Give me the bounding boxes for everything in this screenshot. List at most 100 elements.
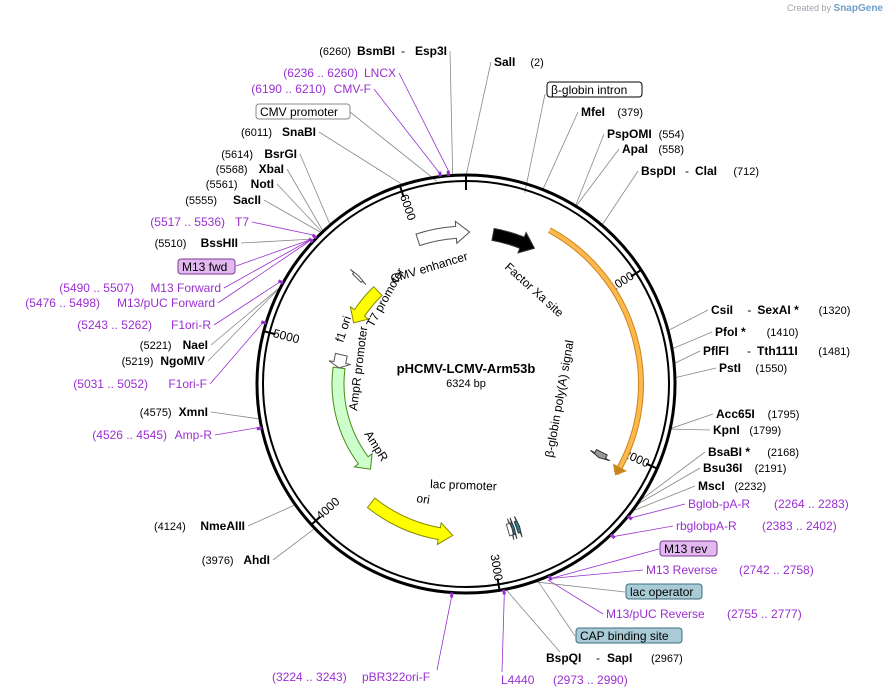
enzyme-position: (558) <box>658 144 684 156</box>
primer-name: M13 Reverse <box>646 563 718 577</box>
enzyme-bspdi[interactable]: BspDI-ClaI(712) <box>641 164 759 178</box>
enzyme-position: (554) <box>659 129 685 141</box>
enzyme-separator: - <box>747 344 751 358</box>
enzyme-name: PflFI <box>703 344 729 358</box>
enzyme-bspqi[interactable]: BspQI-SapI(2967) <box>546 651 683 665</box>
ruler-tick <box>645 462 659 470</box>
feature-lac-operator[interactable] <box>509 517 518 540</box>
box-m13-rev-box <box>659 540 718 557</box>
enzyme-bsu36i[interactable]: Bsu36I(2191) <box>703 461 786 475</box>
enzyme-mfei[interactable]: MfeI(379) <box>581 105 643 119</box>
enzyme-position: (6011) <box>241 127 272 139</box>
enzyme-nmeaiii[interactable]: NmeAIII(4124) <box>154 519 245 533</box>
enzyme-msci[interactable]: MscI(2232) <box>698 479 766 493</box>
leader-line <box>668 309 709 331</box>
enzyme-xmni[interactable]: XmnI(4575) <box>140 405 208 419</box>
box-cmv-promoter[interactable]: CMV promoter <box>255 103 351 120</box>
enzyme-csii[interactable]: CsiI-SexAI *(1320) <box>711 303 850 317</box>
enzyme-position: (2232) <box>734 481 766 493</box>
box-cap-binding-site-label: CAP binding site <box>580 629 669 643</box>
enzyme-kpni[interactable]: KpnI(1799) <box>713 423 781 437</box>
leader-line <box>449 50 454 175</box>
primer-ampr[interactable]: Amp-R(4526 .. 4545) <box>92 428 212 442</box>
leader-line <box>272 528 315 561</box>
enzyme-naei[interactable]: NaeI(5221) <box>140 338 208 352</box>
primer-m13pucforward[interactable]: M13/pUC Forward(5476 .. 5498) <box>25 296 215 310</box>
box-m13-rev[interactable]: M13 rev <box>659 540 718 557</box>
enzyme-pfoi[interactable]: PfoI *(1410) <box>715 325 798 339</box>
feature-f1-ori[interactable] <box>349 286 383 324</box>
enzyme-position: (6260) <box>319 46 351 58</box>
enzyme-name: SnaBI <box>282 125 316 139</box>
enzyme-name: NmeAIII <box>200 519 245 533</box>
enzyme-ngomiv[interactable]: NgoMIV(5219) <box>122 354 205 368</box>
box-beta-globin-intron-box <box>546 81 643 98</box>
feature-ampr[interactable] <box>331 366 373 470</box>
enzyme-position: (5614) <box>221 149 253 161</box>
enzyme-name: KpnI <box>713 423 740 437</box>
feature-t7-promoter[interactable] <box>349 268 367 286</box>
feature-cmv-enhancer[interactable] <box>415 220 471 247</box>
enzyme-name: BsrGI <box>264 147 297 161</box>
leader-line <box>671 413 714 429</box>
enzyme-bsshii[interactable]: BssHII(5510) <box>155 236 238 250</box>
primer-rbglobpar[interactable]: rbglobpA-R(2383 .. 2402) <box>676 519 837 533</box>
box-m13-fwd[interactable]: M13 fwd <box>177 258 236 275</box>
enzyme-pspomi[interactable]: PspOMI(554) <box>607 127 684 141</box>
feature--globin-poly-a-signal[interactable] <box>590 448 611 462</box>
feature-lac-promoter[interactable] <box>505 518 515 540</box>
enzyme-name: PstI <box>719 361 741 375</box>
enzyme-pflfi[interactable]: PflFI-Tth111I(1481) <box>703 344 850 358</box>
enzyme-acc65i[interactable]: Acc65I(1795) <box>716 407 799 421</box>
primer-m13reverse[interactable]: M13 Reverse(2742 .. 2758) <box>646 563 814 577</box>
enzyme-snabi[interactable]: SnaBI (6011) <box>241 125 316 139</box>
enzyme-name: NotI <box>251 177 274 191</box>
primer-bglobpar[interactable]: Bglob-pA-R(2264 .. 2283) <box>688 497 849 511</box>
enzyme-sali[interactable]: SalI(2) <box>494 55 544 69</box>
label-factor-xa: Factor Xa site <box>502 260 567 320</box>
enzyme-xbai[interactable]: XbaI(5568) <box>216 162 284 176</box>
primer-cmvf[interactable]: CMV-F(6190 .. 6210) <box>251 82 371 96</box>
ruler-label: 5000 <box>272 326 302 346</box>
box-cap-binding-site[interactable]: CAP binding site <box>575 627 683 644</box>
feature-ori[interactable] <box>366 497 454 546</box>
orange-arc[interactable] <box>548 228 643 475</box>
enzyme-ahdi[interactable]: AhdI(3976) <box>202 553 270 567</box>
primer-pbr322ori-f[interactable]: (3224 .. 3243)pBR322ori-F <box>272 670 430 684</box>
label-lac-promoter: lac promoter <box>430 477 497 493</box>
enzyme-bsabi[interactable]: BsaBI *(2168) <box>708 445 799 459</box>
feature-cap-binding-site[interactable] <box>513 516 523 538</box>
primer-f1orif[interactable]: F1ori-F(5031 .. 5052) <box>73 377 207 391</box>
enzyme-apai[interactable]: ApaI(558) <box>622 142 684 156</box>
enzyme-position: (379) <box>617 107 643 119</box>
enzyme-name: BsmBI <box>357 44 395 58</box>
enzyme-noti[interactable]: NotI(5561) <box>206 177 274 191</box>
primer-site-tick <box>307 237 314 244</box>
enzyme-separator: - <box>401 44 405 58</box>
enzyme-position: (1410) <box>767 327 799 339</box>
primer-m13forward[interactable]: M13 Forward(5490 .. 5507) <box>59 281 221 295</box>
plasmid-name: pHCMV-LCMV-Arm53b <box>397 361 536 376</box>
enzyme-bsrgi[interactable]: BsrGI (5614) <box>221 147 297 161</box>
feature-factor-xa-site[interactable] <box>491 227 536 254</box>
enzyme-bsmbi[interactable]: Esp3I-BsmBI(6260) <box>319 44 447 58</box>
enzyme-psti[interactable]: PstI(1550) <box>719 361 787 375</box>
branding: Created by SnapGene <box>787 3 883 14</box>
primer-f1orir[interactable]: F1ori-R(5243 .. 5262) <box>77 318 211 332</box>
snapgene-logo[interactable]: SnapGene <box>833 3 883 14</box>
box-beta-globin-intron[interactable]: β-globin intron <box>546 81 643 98</box>
feature-arrows <box>328 220 611 546</box>
leader-line <box>217 241 310 304</box>
enzyme-name: SalI <box>494 55 515 69</box>
box-lac-operator[interactable]: lac operator <box>625 583 703 600</box>
primer-m13pucreverse[interactable]: M13/pUC Reverse(2755 .. 2777) <box>606 607 802 621</box>
leader-line <box>576 148 620 206</box>
enzyme-sacii[interactable]: SacII(5555) <box>185 193 261 207</box>
label-bglobin-polya: β-globin poly(A) signal <box>542 339 576 459</box>
primer-l4440[interactable]: L4440(2973 .. 2990) <box>501 673 628 687</box>
primer-range: (2973 .. 2990) <box>553 673 628 687</box>
primer-lncx[interactable]: LNCX(6236 .. 6260) <box>283 66 396 80</box>
enzyme-position: (5219) <box>122 356 154 368</box>
primer-t7[interactable]: T7(5517 .. 5536) <box>150 215 249 229</box>
feature-ampr-promoter[interactable] <box>328 352 351 369</box>
